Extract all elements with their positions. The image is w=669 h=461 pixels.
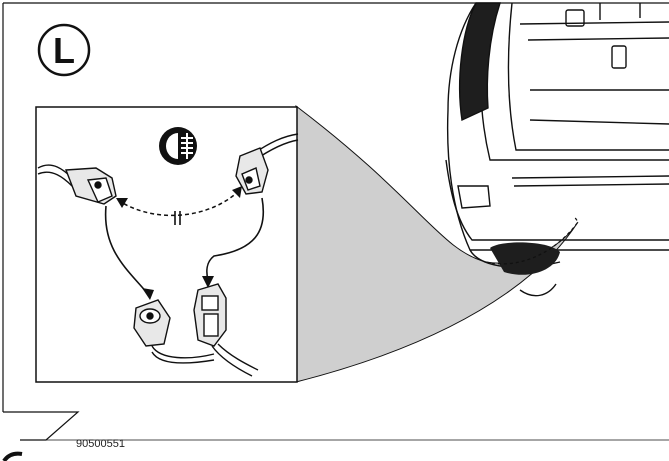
vehicle-underbody — [490, 242, 560, 297]
side-indicator: L — [37, 23, 91, 77]
connection-arrow-right — [202, 197, 264, 288]
locator-outline — [485, 215, 579, 265]
connection-arrow-left — [104, 205, 154, 300]
page-frame — [2, 2, 669, 413]
connector-lower-left — [133, 299, 215, 364]
figure-tab — [2, 411, 669, 461]
disconnect-arrow — [116, 186, 242, 217]
side-indicator-letter: L — [53, 30, 75, 71]
rear-fog-light-icon — [159, 127, 197, 165]
figure-code: 90500551 — [76, 438, 125, 450]
connector-lower-right — [193, 283, 259, 377]
vehicle-rear — [445, 2, 669, 269]
connector-upper-left — [37, 164, 117, 205]
connector-upper-right — [235, 133, 299, 195]
disconnect-symbol-icon — [174, 211, 181, 225]
